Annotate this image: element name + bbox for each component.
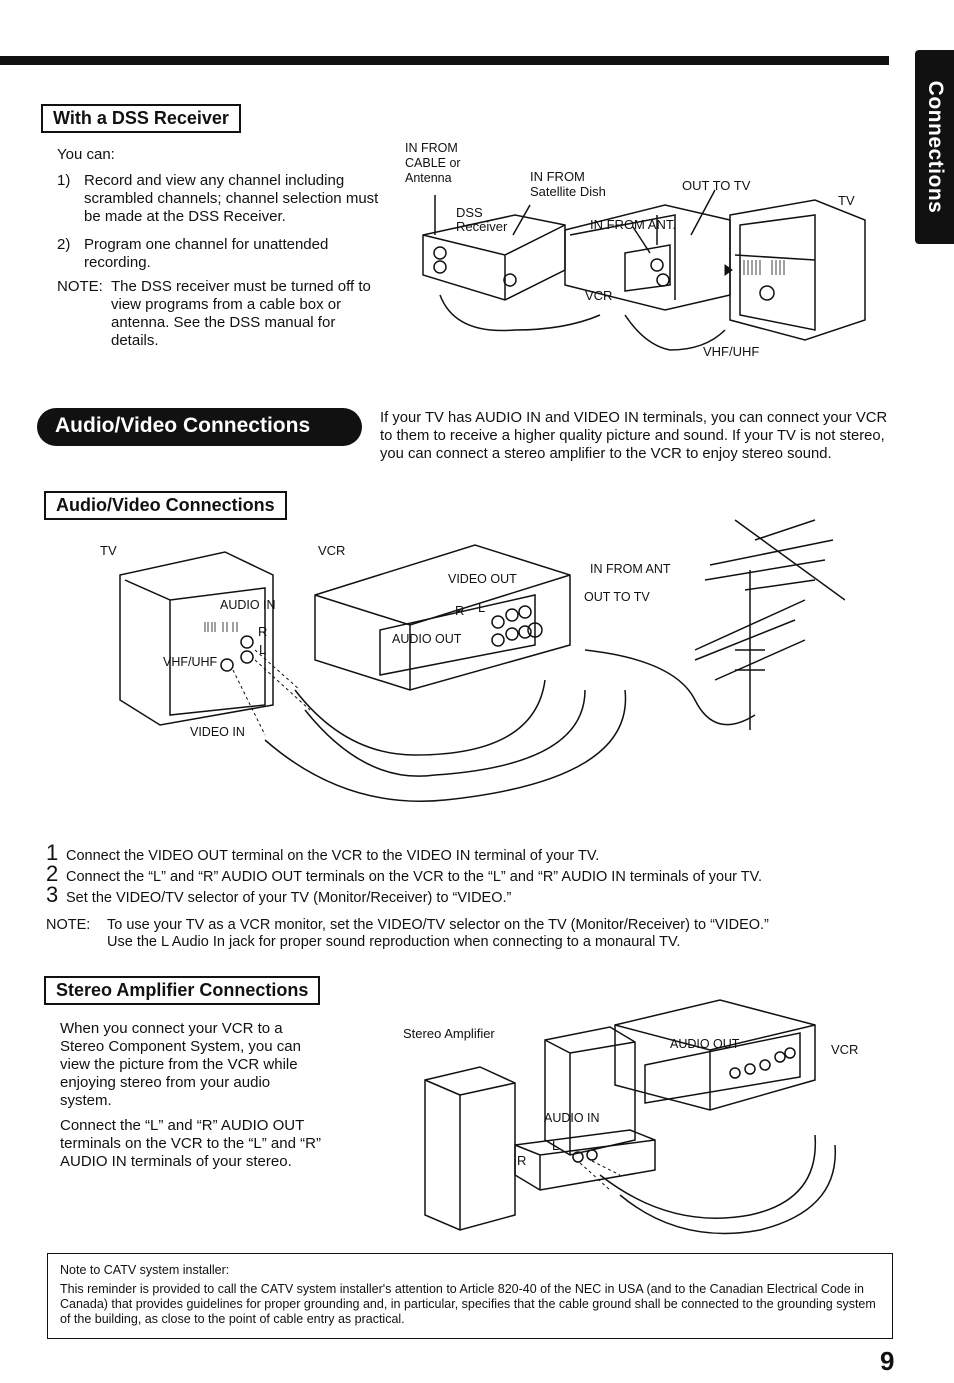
av-intro: If your TV has AUDIO IN and VIDEO IN ter…	[380, 410, 888, 462]
catv-note-box: Note to CATV system installer: This remi…	[47, 1253, 893, 1339]
tv-illustration	[729, 199, 866, 341]
tv-label: TV	[838, 193, 855, 208]
av-out-to-tv-label: OUT TO TV	[584, 590, 650, 604]
av-connection-diagram	[119, 519, 845, 802]
dss-note-text: The DSS receiver must be turned off to v…	[111, 278, 371, 349]
cable-line	[264, 689, 627, 802]
in-from-cable-label: IN FROM	[405, 141, 458, 155]
step-number: 1	[46, 840, 59, 865]
vcr-label: VCR	[585, 288, 613, 303]
speaker-illustration	[424, 1066, 516, 1231]
av-vcr-label: VCR	[318, 543, 346, 558]
dss-intro: You can:	[57, 146, 115, 163]
tv-r-jack-label: R	[258, 624, 268, 639]
av-note-line2: Use the L Audio In jack for proper sound…	[107, 934, 681, 950]
page-number: 9	[880, 1346, 895, 1376]
vcr-l-jack-label: L	[478, 600, 486, 615]
dss-connection-diagram	[422, 189, 866, 351]
vcr-illustration	[314, 544, 571, 691]
top-rule	[0, 56, 889, 65]
satellite-dish-label: Satellite Dish	[530, 184, 606, 199]
step-text: Connect the VIDEO OUT terminal on the VC…	[66, 848, 600, 864]
video-in-label: VIDEO IN	[190, 725, 245, 739]
catv-note-body: This reminder is provided to call the CA…	[60, 1282, 876, 1326]
section-tab-label: Connections	[923, 80, 947, 214]
av-step-2: 2 Connect the “L” and “R” AUDIO OUT termi…	[46, 861, 762, 887]
antenna-illustration	[694, 519, 834, 681]
in-from-ant-label: IN FROM ANT.	[590, 217, 676, 232]
av-heading: Audio/Video Connections	[44, 491, 287, 520]
cable-line	[619, 1144, 836, 1235]
stereo-audio-out-label: AUDIO OUT	[670, 1037, 740, 1051]
step-number: 2	[46, 861, 59, 886]
amp-r-jack-label: R	[517, 1153, 527, 1168]
dss-note-label: NOTE:	[57, 278, 103, 295]
cable-or-label: CABLE or	[405, 156, 461, 170]
dss-item1-number: 1)	[57, 172, 71, 189]
stereo-amplifier-label: Stereo Amplifier	[403, 1026, 495, 1041]
av-section-banner-title: Audio/Video Connections	[55, 414, 311, 437]
antenna-label: Antenna	[405, 171, 452, 185]
stereo-connection-diagram	[424, 999, 836, 1235]
out-to-tv-label: OUT TO TV	[682, 178, 751, 193]
av-section-banner: Audio/Video Connections	[37, 408, 362, 446]
receiver-label: Receiver	[456, 219, 508, 234]
av-step-1: 1 Connect the VIDEO OUT terminal on the V…	[46, 840, 599, 866]
dss-label: DSS	[456, 205, 483, 220]
av-in-from-ant-label: IN FROM ANT	[590, 562, 671, 576]
stereo-para1: When you connect your VCR to a Stereo Co…	[60, 1020, 301, 1109]
cable-line	[304, 689, 586, 777]
av-tv-label: TV	[100, 543, 117, 558]
stereo-vcr-label: VCR	[831, 1042, 859, 1057]
dss-heading: With a DSS Receiver	[41, 104, 241, 133]
step-number: 3	[46, 882, 59, 907]
catv-note-title: Note to CATV system installer:	[60, 1263, 230, 1277]
audio-in-label: AUDIO IN	[220, 598, 276, 612]
section-tab: Connections	[915, 50, 954, 244]
amp-l-jack-label: L	[552, 1138, 560, 1153]
av-note-line1: To use your TV as a VCR monitor, set the…	[107, 917, 769, 933]
av-step-3: 3 Set the VIDEO/TV selector of your TV (M…	[46, 882, 511, 908]
tv-l-jack-label: L	[259, 642, 267, 657]
tv-illustration	[119, 551, 274, 726]
stereo-heading: Stereo Amplifier Connections	[44, 976, 321, 1005]
cable-line	[584, 649, 756, 726]
av-vhf-uhf-label: VHF/UHF	[163, 655, 218, 669]
cable-line	[599, 1134, 817, 1219]
vcr-r-jack-label: R	[455, 603, 465, 618]
stereo-amplifier-illustration	[514, 1129, 656, 1191]
cable-line	[439, 294, 601, 332]
cable-line	[294, 679, 546, 756]
audio-out-label: AUDIO OUT	[392, 632, 462, 646]
vhf-uhf-label: VHF/UHF	[703, 344, 760, 359]
in-from-satellite-label: IN FROM	[530, 169, 585, 184]
av-note-label: NOTE:	[46, 917, 91, 933]
step-text: Set the VIDEO/TV selector of your TV (Mo…	[66, 890, 512, 906]
stereo-audio-in-label: AUDIO IN	[544, 1111, 600, 1125]
step-text: Connect the “L” and “R” AUDIO OUT termin…	[66, 869, 762, 885]
dss-item2-text: Program one channel for unattended recor…	[84, 236, 329, 271]
video-out-label: VIDEO OUT	[448, 572, 517, 586]
dss-item2-number: 2)	[57, 236, 71, 253]
stereo-para2: Connect the “L” and “R” AUDIO OUT termin…	[60, 1117, 321, 1170]
cable-line	[624, 314, 726, 351]
vcr-illustration	[614, 999, 816, 1111]
dss-item1-text: Record and view any channel including sc…	[84, 172, 379, 225]
speaker-illustration	[544, 1026, 636, 1156]
